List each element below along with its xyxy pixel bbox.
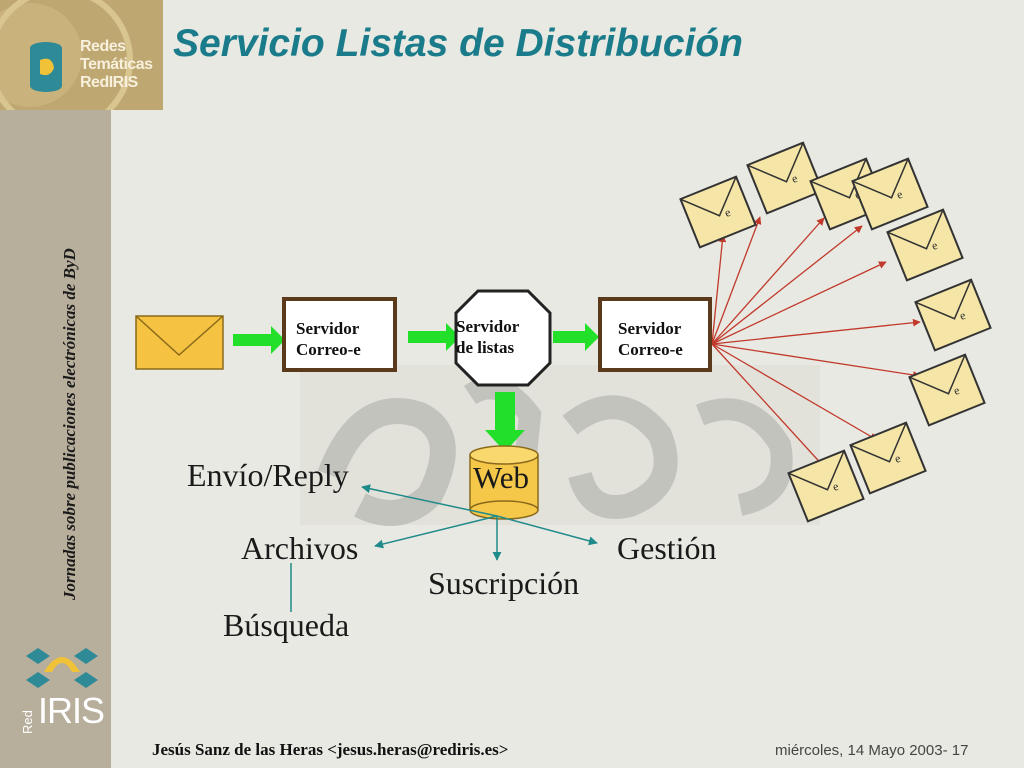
- archivos-label: Archivos: [241, 530, 359, 566]
- list-server-label: Servidor de listas: [456, 316, 519, 358]
- envelope-icon: e: [746, 141, 824, 215]
- web-label: Web: [473, 460, 530, 495]
- footer-date: miércoles, 14 Mayo 2003- 17: [775, 742, 969, 759]
- arrow-to-mail-server-icon: [233, 326, 285, 354]
- svg-text:e: e: [892, 451, 902, 466]
- connector-archivos: [374, 515, 498, 549]
- list-server-label-1: Servidor: [456, 317, 520, 336]
- arrow-to-second-mail-server-icon: [553, 323, 599, 351]
- second-mail-server-box: Servidor Correo-e: [598, 297, 712, 372]
- second-mail-server-label-1: Servidor: [618, 319, 682, 338]
- connector-envio-reply: [361, 484, 498, 517]
- envelope-icon: e: [679, 175, 757, 249]
- busqueda-label: Búsqueda: [223, 607, 350, 643]
- connector-gestion: [496, 515, 598, 546]
- svg-text:e: e: [929, 238, 939, 253]
- second-mail-server-label-2: Correo-e: [618, 340, 683, 359]
- list-server-label-2: de listas: [456, 338, 515, 357]
- rediris-iris-text: IRIS: [38, 690, 105, 731]
- svg-text:e: e: [722, 205, 732, 220]
- gestion-label: Gestión: [617, 530, 717, 566]
- arrow-to-web-icon: [485, 392, 525, 452]
- footer-author: Jesús Sanz de las Heras <jesus.heras@red…: [152, 740, 509, 759]
- logo-line-1: Redes: [80, 38, 126, 55]
- logo-emblem-icon: [0, 0, 133, 110]
- svg-text:e: e: [789, 171, 799, 186]
- mail-server-label-1: Servidor: [296, 319, 360, 338]
- arrow-to-list-server-icon: [408, 323, 460, 351]
- redes-tematicas-logo: Redes Temáticas RedIRIS: [0, 0, 163, 110]
- mail-server-box: Servidor Correo-e: [282, 297, 397, 372]
- sidebar: [0, 0, 111, 768]
- envelope-icon: e: [908, 353, 986, 427]
- recipient-envelopes: e e e e e e e: [679, 141, 992, 523]
- envelope-icon: e: [886, 208, 964, 282]
- envio-reply-label: Envío/Reply: [187, 457, 349, 493]
- envelope-icon: e: [851, 157, 929, 231]
- web-database-cylinder-icon: [469, 445, 539, 520]
- list-server-octagon: [454, 289, 552, 387]
- suscripcion-label: Suscripción: [428, 565, 580, 601]
- distribution-fan-lines: [711, 216, 921, 470]
- envelope-icon: e: [787, 449, 865, 523]
- rediris-brand-icon: [26, 648, 98, 688]
- background-watermark-icon: [300, 365, 820, 526]
- mail-server-label-2: Correo-e: [296, 340, 361, 359]
- svg-text:e: e: [957, 308, 967, 323]
- logo-line-2: Temáticas: [80, 56, 153, 73]
- svg-text:e: e: [894, 187, 904, 202]
- svg-text:e: e: [830, 479, 840, 494]
- logo-line-3: RedIRIS: [80, 74, 138, 91]
- envelope-icon: e: [849, 421, 927, 495]
- envelope-icon: e: [914, 278, 992, 352]
- svg-text:e: e: [951, 383, 961, 398]
- incoming-mail-envelope-icon: [135, 315, 224, 370]
- slide-title: Servicio Listas de Distribución: [173, 22, 743, 65]
